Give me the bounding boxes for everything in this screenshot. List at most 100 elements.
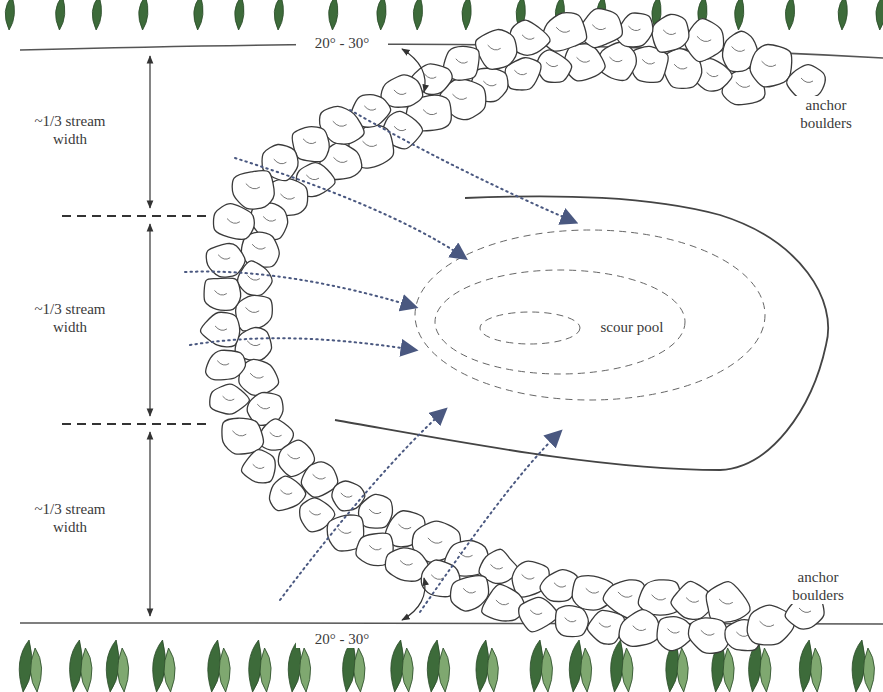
grass-leaf: [391, 640, 404, 692]
pool-outline: [335, 196, 828, 470]
boulder: [555, 606, 588, 637]
boulder-crack: [394, 126, 406, 130]
depth-contour: [480, 312, 580, 344]
boulder-crack: [697, 36, 711, 41]
boulder-crack: [333, 121, 347, 126]
grass-leaf: [118, 648, 129, 692]
grass-leaf: [274, 0, 283, 30]
grass-leaf: [81, 648, 92, 692]
boulder-crack: [313, 474, 326, 479]
grass-leaf: [476, 640, 489, 692]
boulder-crack: [801, 78, 813, 82]
boulder-crack: [247, 276, 259, 281]
boulder-crack: [707, 72, 719, 76]
grass-leaf: [153, 640, 166, 692]
angle-arc: [402, 49, 425, 92]
boulder-crack: [514, 70, 526, 75]
boulder: [619, 610, 660, 647]
grass-leaf: [611, 640, 624, 692]
grass-leaf: [838, 0, 847, 30]
boulder-crack: [338, 529, 351, 534]
angle-arc: [402, 578, 425, 620]
grass-leaf: [462, 0, 471, 30]
boulder-crack: [333, 157, 347, 162]
boulder: [206, 350, 246, 380]
boulder-crack: [652, 595, 666, 600]
boulder-crack: [592, 25, 605, 30]
angle-arcs: [402, 49, 425, 620]
grass-leaf: [194, 0, 203, 30]
boulder-crack: [488, 45, 501, 50]
boulder: [750, 45, 792, 87]
grass-leaf: [760, 648, 771, 692]
grass-leaf: [300, 648, 311, 692]
boulder-crack: [245, 307, 259, 312]
boulder-crack: [218, 255, 230, 259]
boulder: [482, 584, 525, 621]
grass-leaf: [541, 648, 552, 692]
grass-leaf: [530, 640, 543, 692]
boulder-crack: [252, 244, 265, 249]
grass-leaf: [811, 648, 822, 692]
grass-leaf: [439, 648, 450, 692]
feature-label: scour pool: [592, 318, 672, 336]
boulder: [542, 13, 586, 52]
grass-leaf: [677, 648, 688, 692]
boulder-crack: [490, 564, 502, 569]
boulder-crack: [280, 490, 292, 494]
boulder-crack: [463, 588, 476, 593]
dimension-arrow: [149, 224, 150, 416]
boulder: [706, 582, 750, 623]
boulder-crack: [247, 341, 260, 346]
dimension-arrow: [149, 432, 150, 616]
boulder-crack: [274, 159, 287, 164]
grass-leaf: [260, 648, 271, 692]
boulder-crack: [270, 432, 282, 436]
boulder-crack: [522, 35, 534, 40]
boulder-crack: [246, 184, 260, 189]
boulder-crack: [628, 26, 640, 30]
dimension-label: ~1/3 stream width: [18, 500, 122, 536]
boulder-crack: [424, 74, 436, 78]
grass-leaf: [852, 640, 865, 692]
vegetation: [5, 0, 883, 692]
boulder: [241, 450, 275, 483]
flow-arrow: [235, 158, 465, 258]
boulder-crack: [364, 106, 376, 110]
boulder-crack: [554, 583, 566, 587]
grass-leaf: [622, 648, 633, 692]
boulder-crack: [599, 623, 611, 627]
grass-leaf: [329, 0, 338, 30]
part-label: anchor boulders: [768, 568, 868, 604]
flow-arrow: [280, 410, 445, 600]
boulder-crack: [369, 545, 381, 550]
boulder-crack: [577, 57, 590, 62]
division-line: [62, 423, 210, 425]
boulder-crack: [394, 90, 406, 95]
flow-arrow: [350, 110, 575, 222]
boulder-crack: [483, 81, 496, 86]
boulder-crack: [736, 632, 748, 636]
boulder-crack: [398, 524, 411, 529]
boulder: [204, 278, 241, 310]
grass-leaf: [208, 640, 221, 692]
boulder: [222, 418, 264, 454]
boulder-crack: [303, 139, 316, 144]
boulder-crack: [253, 464, 264, 468]
boulder-crack: [686, 598, 699, 603]
boulder-crack: [732, 47, 745, 52]
boulder-crack: [431, 575, 443, 580]
boulder-crack: [214, 290, 226, 295]
boulder-crack: [496, 600, 509, 605]
grass-leaf: [56, 0, 65, 30]
boulder-crack: [369, 509, 381, 513]
flow-arrow: [190, 338, 415, 350]
grass-leaf: [354, 648, 365, 692]
boulder-crack: [215, 326, 227, 330]
boulder-crack: [309, 511, 321, 515]
grass-leaf: [427, 640, 440, 692]
boulder-crack: [674, 64, 687, 69]
dimension-arrow: [149, 56, 150, 208]
boulder-crack: [522, 574, 535, 579]
u-centerline: [237, 45, 750, 620]
